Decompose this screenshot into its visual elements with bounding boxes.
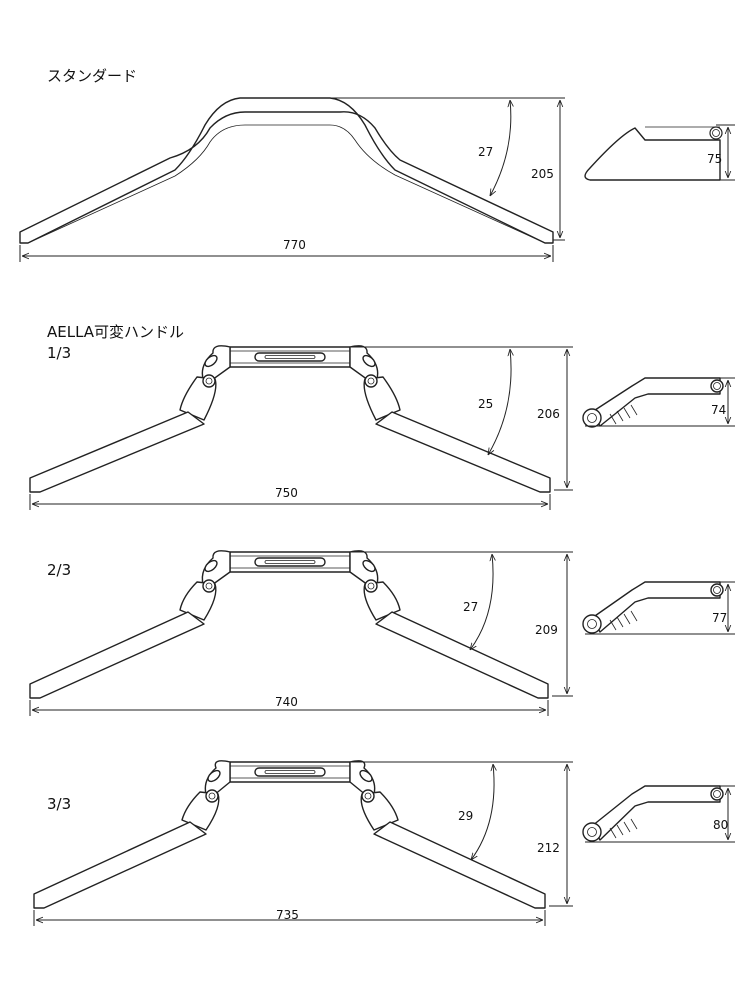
- section-title-aella: AELLA可変ハンドル: [47, 323, 185, 341]
- aella-1-3-front-view: [29, 345, 573, 510]
- aella-2-3-rise-label: 77: [712, 611, 727, 625]
- aella-2-3-angle-label: 27: [463, 600, 478, 614]
- aella-1-3-height-label: 206: [537, 407, 560, 421]
- aella-2-3-height-label: 209: [535, 623, 558, 637]
- aella-1-3-width-label: 750: [275, 486, 298, 500]
- aella-1-3-side-view: [582, 377, 735, 428]
- aella-2-3-front-view: [29, 550, 573, 716]
- standard-rise-label: 75: [707, 152, 722, 166]
- aella-3-3-width-label: 735: [276, 908, 299, 922]
- aella-2-3-side-view: [582, 581, 735, 635]
- section-subtitle-3-3: 3/3: [47, 795, 72, 813]
- standard-handlebar-side-view: [584, 124, 735, 181]
- aella-2-3-width-label: 740: [275, 695, 298, 709]
- standard-angle-label: 27: [478, 145, 493, 159]
- standard-dimension-lines: [19, 97, 565, 262]
- aella-1-3-angle-label: 25: [478, 397, 493, 411]
- aella-3-3-front-view: [33, 760, 573, 926]
- aella-3-3-height-label: 212: [537, 841, 560, 855]
- section-subtitle-1-3: 1/3: [47, 344, 72, 362]
- aella-3-3-rise-label: 80: [713, 818, 728, 832]
- standard-width-label: 770: [283, 238, 306, 252]
- standard-height-label: 205: [531, 167, 554, 181]
- aella-3-3-angle-label: 29: [458, 809, 473, 823]
- section-title-standard: スタンダード: [47, 67, 138, 85]
- aella-3-3-side-view: [582, 785, 735, 843]
- aella-1-3-rise-label: 74: [711, 403, 726, 417]
- standard-handlebar-front-view: [19, 97, 554, 244]
- section-subtitle-2-3: 2/3: [47, 561, 72, 579]
